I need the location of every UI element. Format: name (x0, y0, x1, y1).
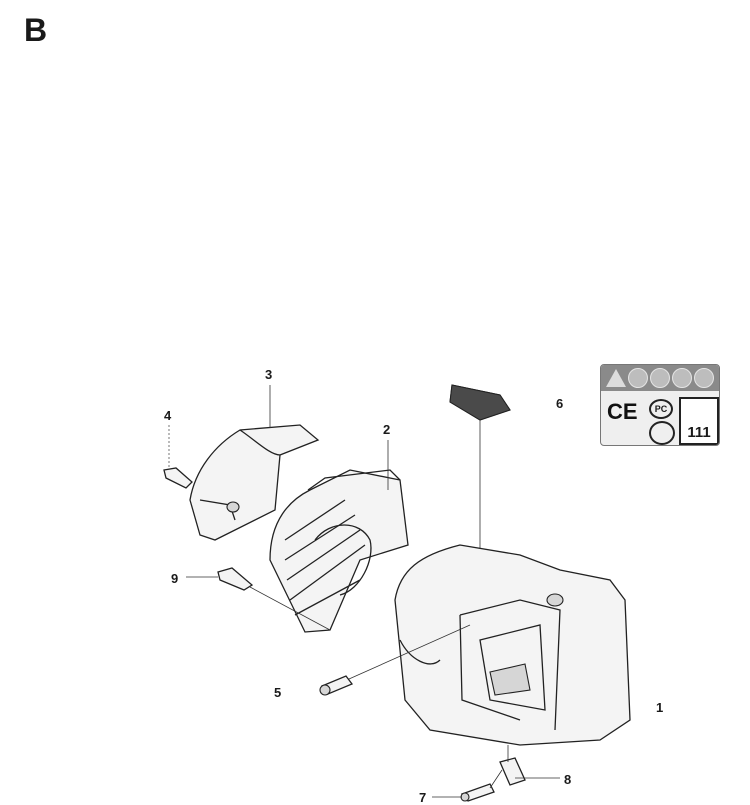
callout-8: 8 (564, 772, 572, 787)
warning-decal: CE PC 111 (600, 364, 720, 446)
callout-9: 9 (171, 571, 179, 586)
callout-4: 4 (164, 408, 172, 423)
callout-1: 1 (656, 700, 664, 715)
callout-3: 3 (265, 367, 273, 382)
part-8-clip[interactable] (499, 745, 560, 786)
callout-7: 7 (419, 790, 427, 805)
part-5-screw[interactable] (319, 675, 354, 696)
manual-icon (628, 368, 648, 388)
callout-5: 5 (274, 685, 282, 700)
callout-6: 6 (556, 396, 564, 411)
ce-mark: CE (607, 399, 638, 424)
boots-icon (694, 368, 714, 388)
sound-level-badge: 111 (679, 397, 719, 445)
part-3-top-cover[interactable] (189, 385, 320, 541)
part-7-screw[interactable] (432, 769, 503, 802)
pct-mark: PC (649, 399, 673, 419)
part-9-bolt[interactable] (186, 567, 331, 631)
callout-2: 2 (383, 422, 391, 437)
part-2-cylinder[interactable] (269, 440, 409, 633)
gost-mark-icon (649, 421, 675, 445)
sound-level-value: 111 (687, 424, 711, 441)
part-1-housing[interactable] (339, 544, 631, 746)
part-4-screw[interactable] (163, 425, 193, 489)
decal-warning-strip (601, 365, 719, 391)
gloves-icon (672, 368, 692, 388)
warning-triangle-icon (606, 369, 626, 387)
section-letter: B (24, 12, 48, 48)
helmet-icon (650, 368, 670, 388)
part-6-sticker[interactable] (449, 384, 511, 560)
